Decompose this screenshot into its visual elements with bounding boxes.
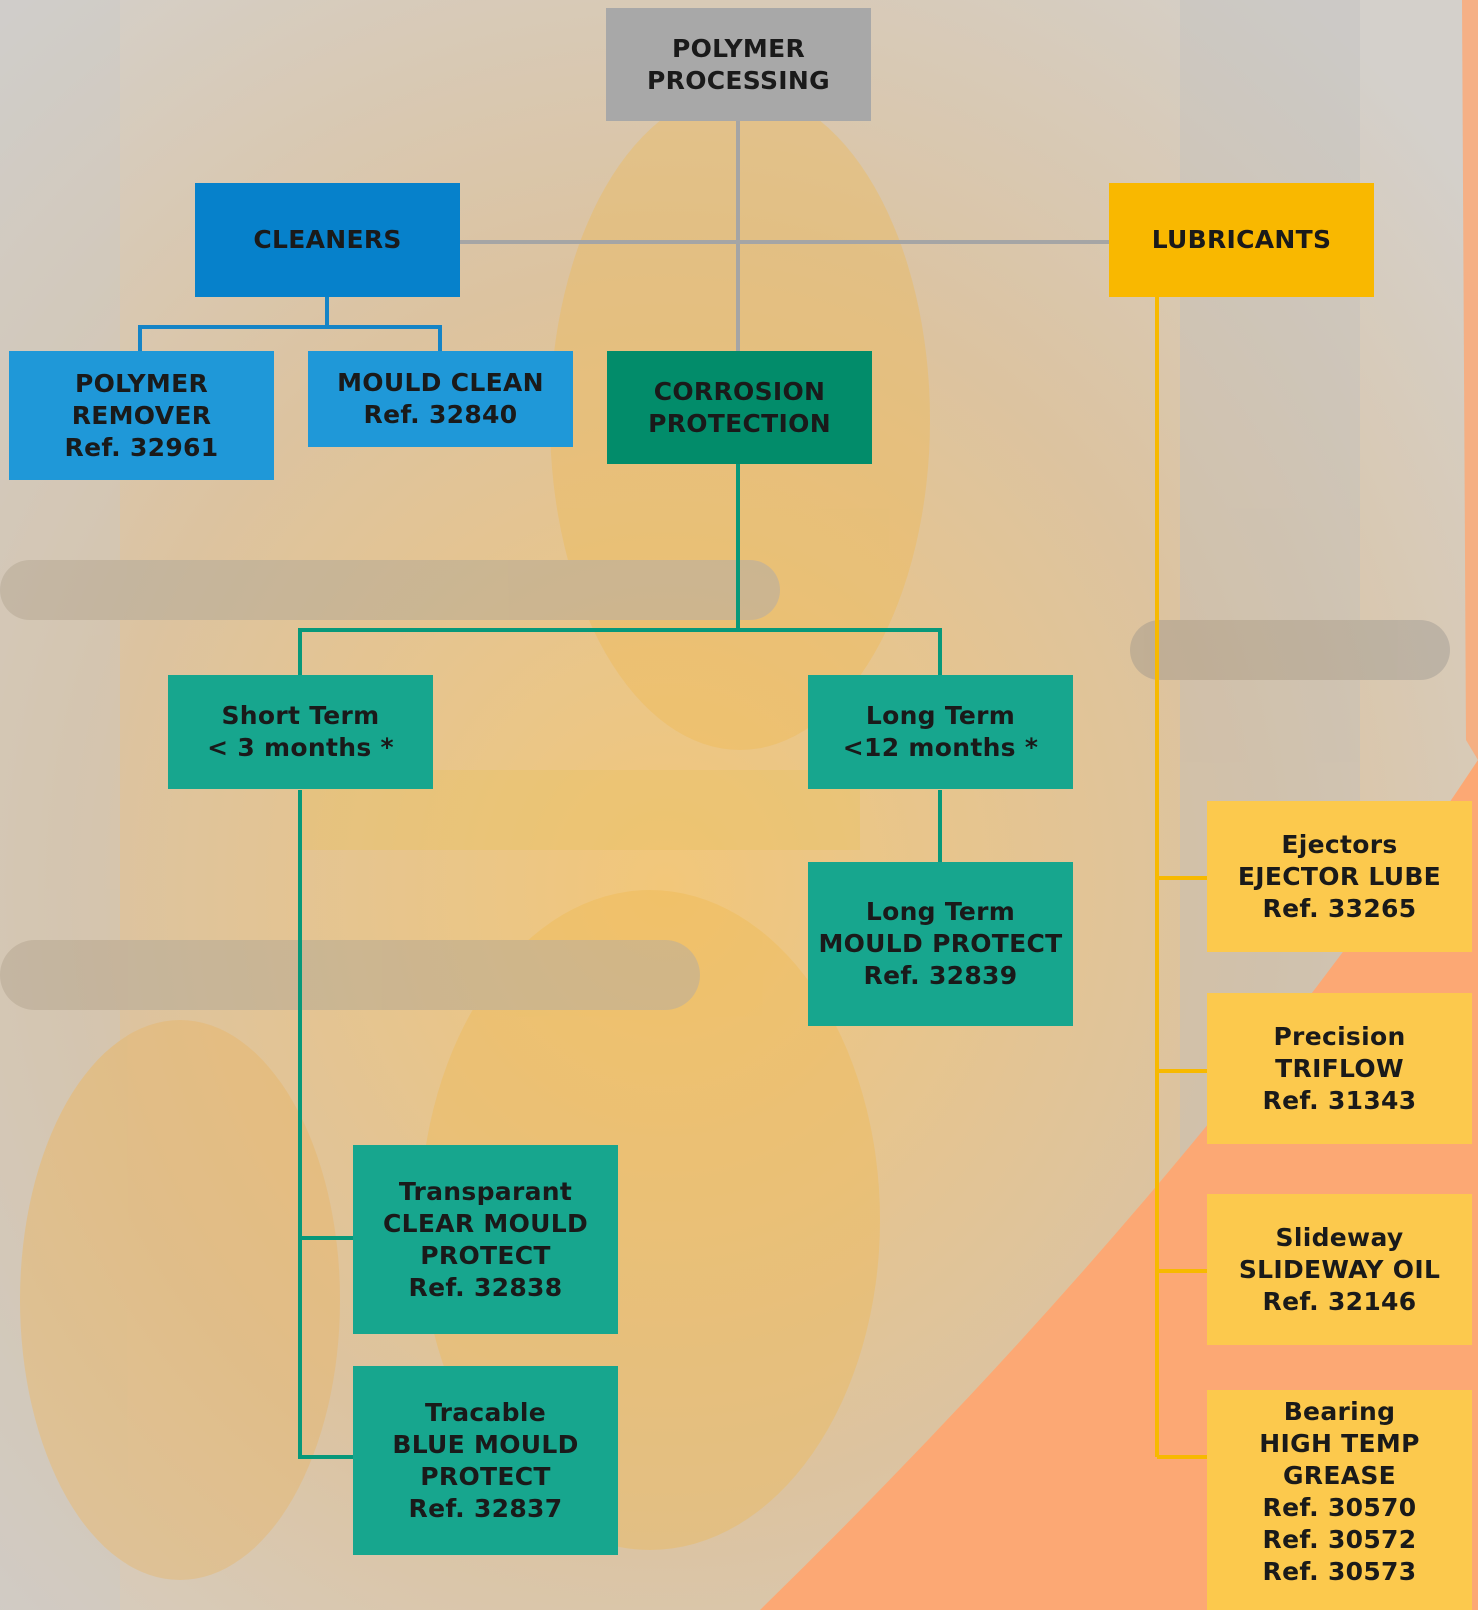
connector-short-term-down [298,790,355,1459]
long-term-line-1: Long Term [865,701,1016,730]
bearing-line-1: Bearing [1283,1397,1396,1426]
blue-mould-protect-node: Tracable BLUE MOULD PROTECT Ref. 32837 [353,1366,618,1555]
long-term-product-line-2: MOULD PROTECT [818,929,1063,958]
bearing-ref-3: Ref. 30573 [1262,1557,1417,1586]
cleaners-node: CLEANERS [195,183,460,297]
slideway-line-2: SLIDEWAY OIL [1238,1254,1441,1284]
polymer-remover-ref: Ref. 32961 [64,432,219,462]
clear-mould-line-3: PROTECT [420,1240,551,1270]
ejectors-line-2: EJECTOR LUBE [1237,861,1442,891]
corrosion-protection-node: CORROSION PROTECTION [607,351,872,464]
polymer-remover-line-2: REMOVER [71,400,212,430]
polymer-remover-node: POLYMER REMOVER Ref. 32961 [9,351,274,480]
root-node-polymer-processing: POLYMER PROCESSING [606,8,871,121]
long-term-product-ref: Ref. 32839 [863,961,1018,990]
root-line-2: PROCESSING [647,65,830,95]
mould-clean-node: MOULD CLEAN Ref. 32840 [308,351,573,447]
blue-mould-ref: Ref. 32837 [408,1493,563,1523]
long-term-mould-protect-node: Long Term MOULD PROTECT Ref. 32839 [808,862,1073,1026]
short-term-line-1: Short Term [221,701,380,730]
blue-mould-line-1: Tracable [424,1397,546,1427]
slideway-oil-node: Slideway SLIDEWAY OIL Ref. 32146 [1207,1194,1472,1345]
clear-mould-protect-node: Transparant CLEAR MOULD PROTECT Ref. 328… [353,1145,618,1334]
lubricants-node: LUBRICANTS [1109,183,1374,297]
long-term-product-line-1: Long Term [865,897,1016,926]
mould-clean-ref: Ref. 32840 [363,400,518,429]
lubricants-label: LUBRICANTS [1151,225,1332,254]
bearing-ref-2: Ref. 30572 [1262,1525,1417,1554]
short-term-node: Short Term < 3 months * [168,675,433,789]
high-temp-grease-node: Bearing HIGH TEMP GREASE Ref. 30570 Ref.… [1207,1390,1472,1610]
root-line-1: POLYMER [671,33,806,63]
mould-clean-line-1: MOULD CLEAN [337,368,544,397]
clear-mould-line-2: CLEAR MOULD [382,1208,589,1238]
bearing-ref-1: Ref. 30570 [1262,1493,1417,1522]
polymer-remover-line-1: POLYMER [74,368,209,398]
slideway-line-1: Slideway [1275,1222,1404,1252]
long-term-node: Long Term <12 months * [808,675,1073,789]
clear-mould-ref: Ref. 32838 [408,1272,563,1302]
precision-ref: Ref. 31343 [1262,1085,1417,1115]
ejectors-line-1: Ejectors [1281,829,1398,859]
long-term-line-2: <12 months * [842,733,1039,762]
short-term-line-2: < 3 months * [207,733,394,762]
blue-mould-line-3: PROTECT [420,1461,551,1491]
corrosion-line-2: PROTECTION [648,408,831,438]
connector-corrosion-branch [298,628,942,675]
corrosion-line-1: CORROSION [653,376,826,406]
triflow-node: Precision TRIFLOW Ref. 31343 [1207,993,1472,1144]
bearing-line-3: GREASE [1282,1461,1397,1490]
bearing-line-2: HIGH TEMP [1259,1429,1420,1458]
precision-line-2: TRIFLOW [1275,1053,1404,1083]
slideway-ref: Ref. 32146 [1262,1286,1417,1316]
clear-mould-line-1: Transparant [398,1176,573,1206]
precision-line-1: Precision [1273,1021,1406,1051]
ejector-lube-node: Ejectors EJECTOR LUBE Ref. 33265 [1207,801,1472,952]
ejectors-ref: Ref. 33265 [1262,893,1417,923]
cleaners-label: CLEANERS [253,225,402,254]
connector-cleaners-branch [138,325,442,352]
blue-mould-line-2: BLUE MOULD [392,1429,579,1459]
